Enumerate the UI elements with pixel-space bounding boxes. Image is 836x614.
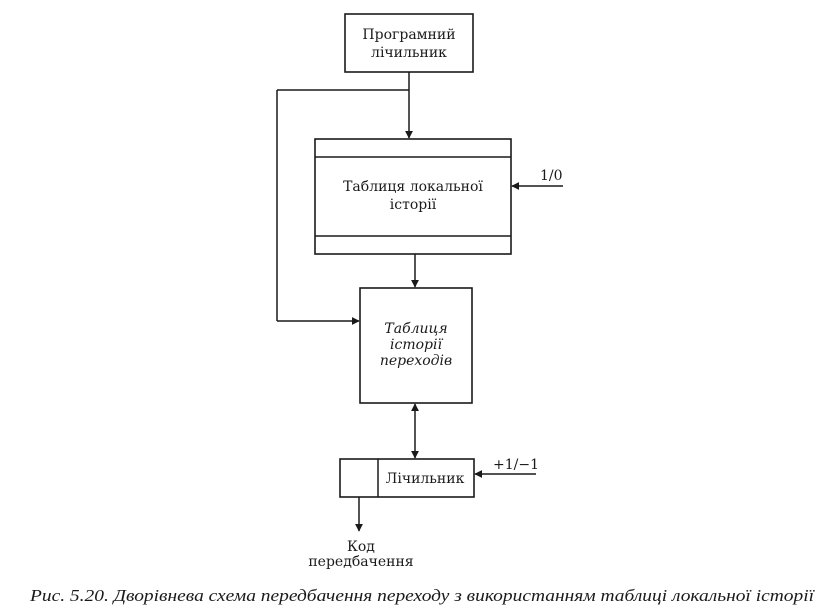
branch-history-table-label-line2: історії: [390, 337, 443, 353]
program-counter-label-line1: Програмний: [362, 27, 455, 43]
prediction-output-label-line1: Код: [347, 539, 375, 555]
branch-history-table-label-line3: переходів: [380, 353, 452, 369]
program-counter-block: Програмний лічильник: [344, 13, 474, 73]
branch-history-table-block: Таблиця історії переходів: [359, 287, 473, 404]
local-history-table-label-line2: історії: [390, 197, 437, 213]
program-counter-label-line2: лічильник: [371, 45, 447, 61]
local-history-table-block: Таблиця локальної історії: [314, 138, 512, 255]
pc-connections: [276, 72, 413, 325]
counter-block: Лічильник: [339, 458, 475, 498]
counter-input-label: +1/−1: [493, 457, 539, 473]
local-input-label: 1/0: [540, 168, 563, 184]
counter-label: Лічильник: [386, 471, 465, 487]
figure-caption: Рис. 5.20. Дворівнева схема передбачення…: [29, 586, 816, 605]
counter-input-group: +1/−1: [474, 457, 539, 478]
prediction-output-label-line2: передбачення: [308, 554, 413, 570]
branch-history-table-label-line1: Таблиця: [384, 321, 447, 337]
local-history-table-label-line1: Таблиця локальної: [343, 179, 483, 195]
local-input-group: 1/0: [511, 168, 563, 190]
